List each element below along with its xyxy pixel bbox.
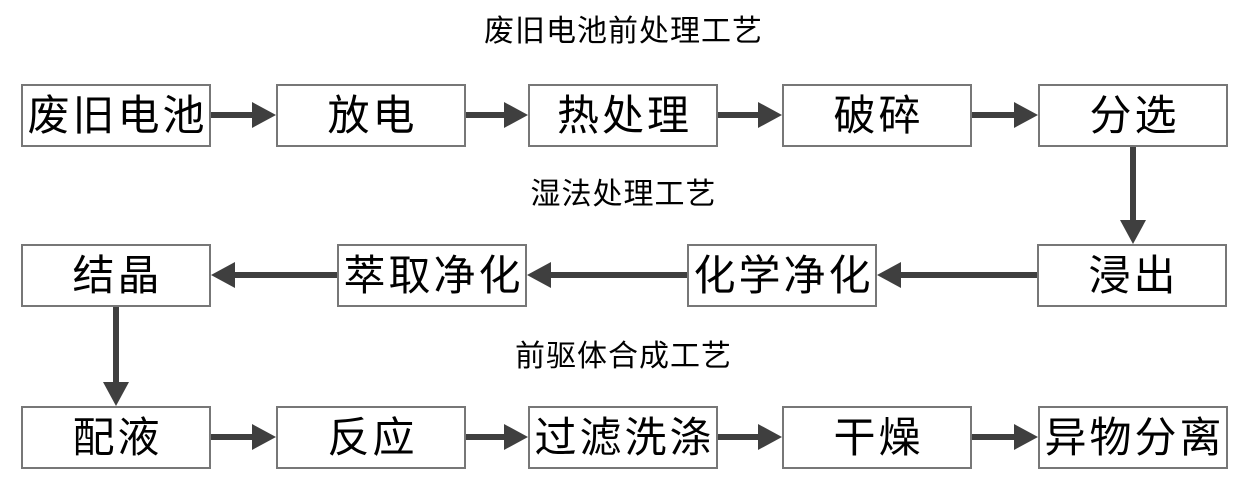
arrow-shaft (972, 112, 1020, 118)
flow-box-reaction: 反应 (276, 406, 466, 469)
box-label-crushing: 破碎 (833, 90, 924, 140)
arrow-shaft (229, 272, 337, 278)
section-title-pretreatment: 废旧电池前处理工艺 (484, 14, 763, 49)
arrow-right-icon (504, 102, 528, 128)
arrow-discharge-to-heat-treatment (466, 100, 528, 130)
arrow-drying-to-foreign-matter-separation (972, 422, 1038, 452)
arrow-filtration-washing-to-drying (718, 422, 782, 452)
box-label-reaction: 反应 (327, 412, 418, 462)
box-label-leaching: 浸出 (1088, 250, 1179, 300)
box-label-crystallization: 结晶 (72, 250, 163, 300)
box-label-heat-treatment: 热处理 (556, 90, 692, 140)
flow-box-filtration-washing: 过滤洗涤 (528, 406, 718, 469)
arrow-left-icon (877, 262, 901, 288)
box-label-chemical-purification: 化学净化 (693, 250, 874, 300)
flow-box-foreign-matter-separation: 异物分离 (1038, 406, 1228, 469)
flow-box-leaching: 浸出 (1037, 244, 1227, 307)
flow-box-sorting: 分选 (1038, 84, 1228, 147)
arrow-shaft (466, 434, 510, 440)
arrow-shaft (718, 112, 764, 118)
flow-box-extraction-purification: 萃取净化 (337, 244, 527, 307)
arrow-shaft (113, 307, 119, 388)
arrow-crushing-to-sorting (972, 100, 1038, 130)
arrow-solution-preparation-to-reaction (211, 422, 276, 452)
arrow-left-icon (527, 262, 551, 288)
arrow-shaft (895, 272, 1037, 278)
arrow-shaft (211, 434, 258, 440)
arrow-shaft (1130, 147, 1136, 226)
arrow-right-icon (758, 102, 782, 128)
box-label-solution-preparation: 配液 (72, 412, 163, 462)
arrow-shaft (545, 272, 687, 278)
flow-box-solution-preparation: 配液 (21, 406, 211, 469)
section-title-precursor-synthesis: 前驱体合成工艺 (515, 339, 732, 374)
arrow-leaching-to-chemical-purification (877, 260, 1037, 290)
flow-box-drying: 干燥 (782, 406, 972, 469)
arrow-shaft (718, 434, 764, 440)
arrow-down-icon (103, 382, 129, 406)
arrow-shaft (972, 434, 1020, 440)
box-label-drying: 干燥 (833, 412, 924, 462)
arrow-right-icon (504, 424, 528, 450)
flow-box-discharge: 放电 (276, 84, 466, 147)
arrow-right-icon (252, 102, 276, 128)
arrow-chemical-to-extraction-purification (527, 260, 687, 290)
arrow-reaction-to-filtration-washing (466, 422, 528, 452)
box-label-discharge: 放电 (327, 90, 418, 140)
arrow-right-icon (1014, 102, 1038, 128)
arrow-waste-battery-to-discharge (211, 100, 276, 130)
arrow-crystallization-to-solution-preparation (101, 307, 131, 406)
arrow-sorting-to-leaching (1118, 147, 1148, 244)
arrow-extraction-to-crystallization (211, 260, 337, 290)
arrow-shaft (211, 112, 258, 118)
section-title-wet-process: 湿法处理工艺 (530, 177, 717, 212)
arrow-right-icon (1014, 424, 1038, 450)
arrow-shaft (466, 112, 510, 118)
box-label-extraction-purification: 萃取净化 (343, 250, 524, 300)
box-label-sorting: 分选 (1089, 90, 1180, 140)
arrow-heat-treatment-to-crushing (718, 100, 782, 130)
flow-box-crushing: 破碎 (782, 84, 972, 147)
arrow-left-icon (211, 262, 235, 288)
arrow-down-icon (1120, 220, 1146, 244)
arrow-right-icon (758, 424, 782, 450)
flow-box-waste-battery: 废旧电池 (21, 84, 211, 147)
arrow-right-icon (252, 424, 276, 450)
box-label-filtration-washing: 过滤洗涤 (534, 412, 715, 462)
flow-box-heat-treatment: 热处理 (528, 84, 718, 147)
flow-box-crystallization: 结晶 (21, 244, 211, 307)
flow-box-chemical-purification: 化学净化 (687, 244, 877, 307)
box-label-waste-battery: 废旧电池 (27, 90, 208, 140)
box-label-foreign-matter-separation: 异物分离 (1044, 412, 1225, 462)
